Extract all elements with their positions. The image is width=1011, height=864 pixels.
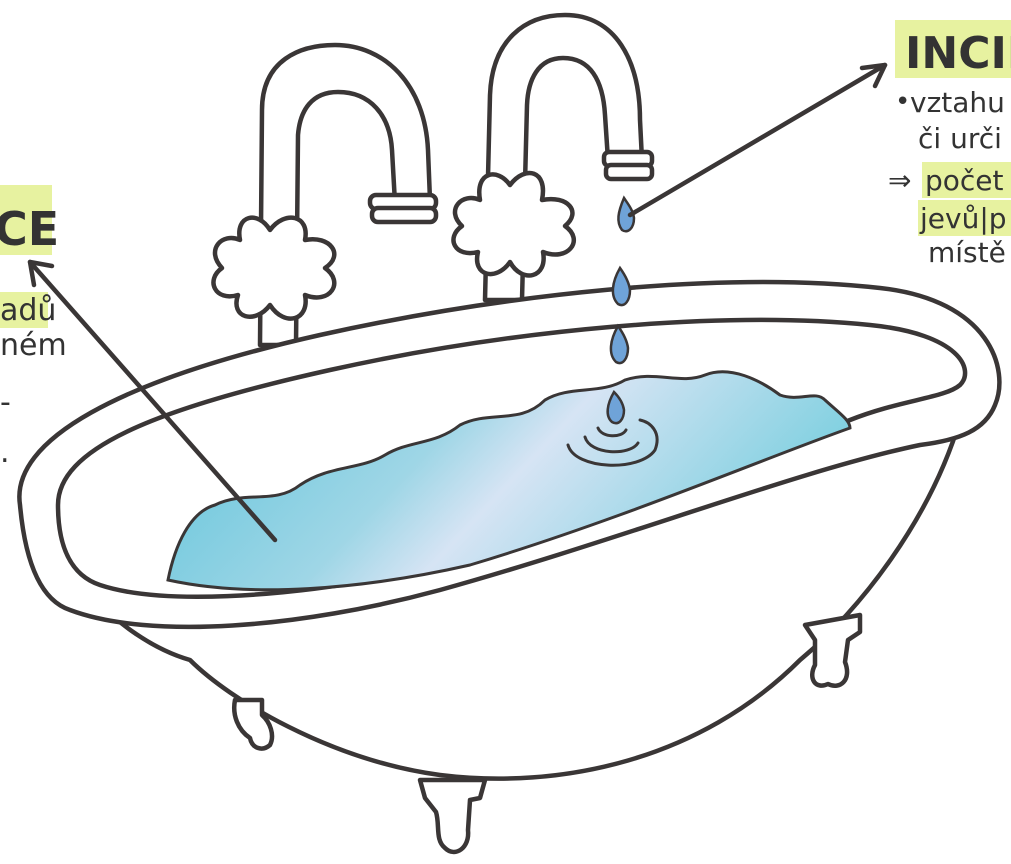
right-faucet — [453, 15, 652, 300]
left-handle-icon — [213, 218, 334, 319]
left-note-heading: CE — [0, 202, 59, 256]
right-note-heading: INCID — [905, 28, 1011, 79]
right-handle-icon — [453, 173, 573, 275]
left-note-fragment: - — [0, 385, 11, 420]
right-note: INCID • vztahu či urči ⇒ počet jevů|p mí… — [888, 20, 1011, 269]
arrow-right — [630, 65, 885, 215]
left-note: CE adů ném - . — [0, 185, 67, 470]
tub-foot-front — [420, 780, 485, 852]
right-note-line: vztahu — [910, 86, 1005, 119]
left-faucet — [213, 45, 436, 345]
right-note-line: či urči — [918, 122, 1002, 155]
left-note-fragment: . — [0, 435, 10, 470]
left-note-line: adů — [0, 293, 56, 328]
left-note-line: ném — [0, 328, 67, 363]
right-note-line: místě — [928, 236, 1006, 269]
right-note-highlighted-line: jevů|p — [919, 202, 1007, 235]
right-note-arrow: ⇒ — [888, 164, 911, 197]
right-note-bullet: • — [895, 87, 910, 117]
bathtub — [19, 282, 999, 852]
drop-icon — [613, 268, 630, 305]
right-note-highlighted-line: počet — [925, 164, 1004, 197]
tub-foot-right — [805, 615, 860, 686]
